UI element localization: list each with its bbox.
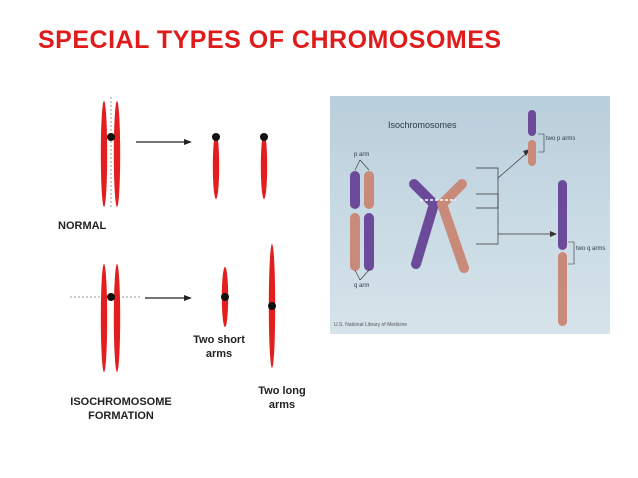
arrow (145, 295, 192, 301)
two-p-arms-isochromosome (528, 110, 536, 166)
splitting-chromosome-illustration (409, 179, 469, 273)
centromere (107, 293, 115, 301)
q-arm-label: q arm (354, 283, 370, 289)
normal-chromosome (100, 97, 121, 208)
isochromosome-long (268, 244, 276, 368)
illustration-graphic (350, 110, 575, 326)
isochromosome-parent (70, 264, 140, 372)
centromere (260, 133, 268, 141)
two-p-arms-label: two p arms (546, 136, 576, 142)
chromatid (113, 101, 121, 207)
isochromosome-illustration: Isochromosomes p arm q arm two p arms tw… (330, 96, 610, 334)
isochromosome-formation-diagram (70, 97, 276, 372)
centromere (221, 293, 229, 301)
two-q-arms-label: two q arms (576, 246, 606, 252)
isochromosome-formation-label: ISOCHROMOSOME FORMATION (70, 396, 172, 422)
arrow (136, 139, 192, 145)
two-q-arms-isochromosome (558, 180, 567, 326)
centromere (107, 133, 115, 141)
chromatid (100, 101, 108, 207)
page-title: SPECIAL TYPES OF CHROMOSOMES (38, 26, 502, 54)
centromere (268, 302, 276, 310)
normal-chromosome-illustration (350, 171, 374, 271)
isochromosome-short (221, 267, 229, 327)
chromatid (113, 264, 121, 372)
centromere (212, 133, 220, 141)
normal-daughter-chromosomes (212, 133, 268, 199)
chromatid (212, 133, 220, 199)
image-credit: U.S. National Library of Medicine (334, 322, 408, 328)
illustration-title: Isochromosomes (388, 120, 457, 130)
chromatid (260, 133, 268, 199)
chromatid (100, 264, 108, 372)
two-long-arms-label: Two long arms (258, 385, 306, 411)
p-arm-label: p arm (354, 152, 370, 158)
two-short-arms-label: Two short arms (193, 334, 245, 360)
normal-label: NORMAL (58, 220, 107, 232)
